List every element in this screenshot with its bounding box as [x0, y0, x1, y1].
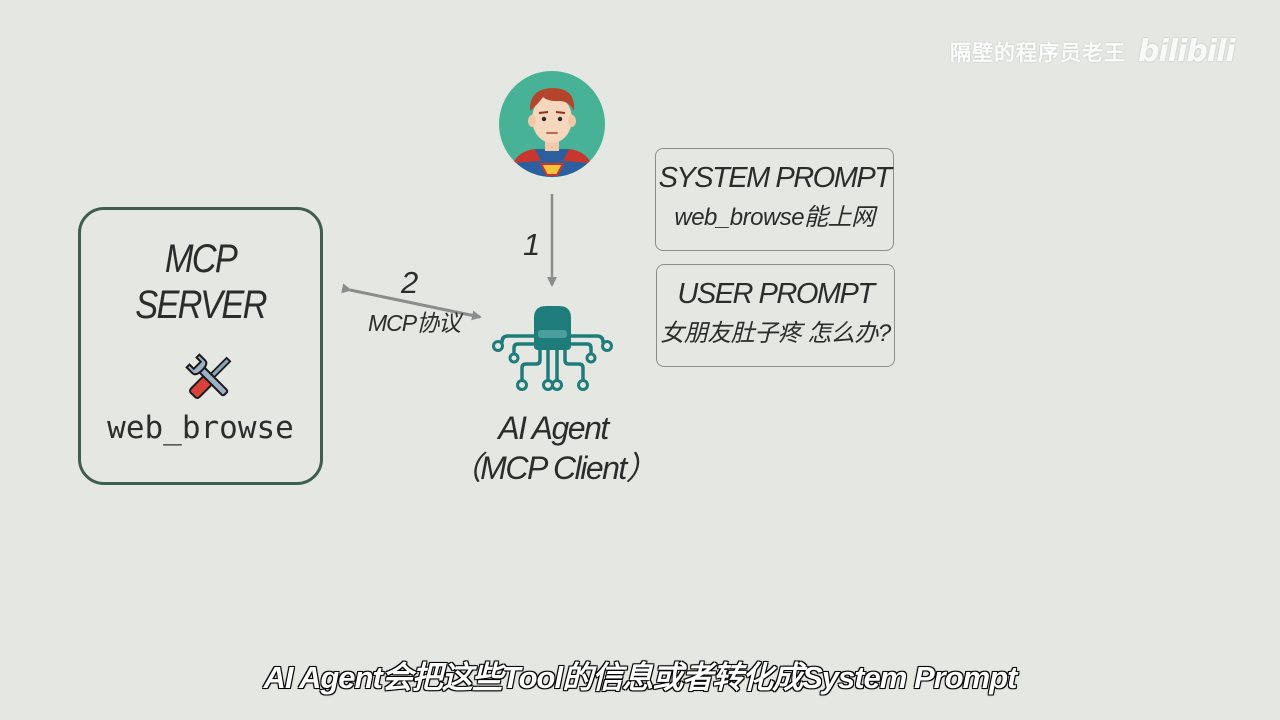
mcp-server-box: MCP SERVER web_browse [78, 207, 323, 485]
bilibili-logo: bilibili [1138, 34, 1236, 69]
user-prompt-body: 女朋友肚子疼 怎么办? [660, 320, 891, 347]
system-prompt-heading: SYSTEM PROMPT [658, 162, 892, 194]
wrench-screwdriver-icon [185, 353, 232, 399]
user-prompt-heading: USER PROMPT [677, 278, 875, 310]
server-title-line1: MCP [164, 237, 238, 281]
arrow-label-1: 1 [523, 227, 541, 262]
watermark: 隔壁的程序员老王 bilibili [950, 34, 1236, 69]
server-agent-arrow [341, 283, 482, 321]
agent-label: AI Agent （MCP Client） [440, 408, 666, 488]
octopus-agent-icon [492, 306, 613, 391]
superman-avatar-icon [499, 71, 605, 177]
video-subtitle: AI Agent会把这些Tool的信息或者转化成System Prompt [263, 659, 1018, 695]
system-prompt-body: web_browse能上网 [674, 204, 875, 231]
watermark-author: 隔壁的程序员老王 [950, 40, 1126, 65]
system-prompt-box: SYSTEM PROMPT web_browse能上网 [655, 148, 894, 251]
user-prompt-box: USER PROMPT 女朋友肚子疼 怎么办? [656, 264, 895, 367]
agent-label-line2: （MCP Client） [449, 450, 658, 486]
arrow-label-2: 2 [401, 265, 419, 300]
server-title-line2: SERVER [135, 283, 267, 327]
tool-name: web_browse [107, 410, 294, 446]
agent-label-line1: AI Agent [498, 410, 609, 446]
server-title: MCP SERVER [98, 236, 304, 328]
protocol-label: MCP协议 [368, 310, 461, 336]
